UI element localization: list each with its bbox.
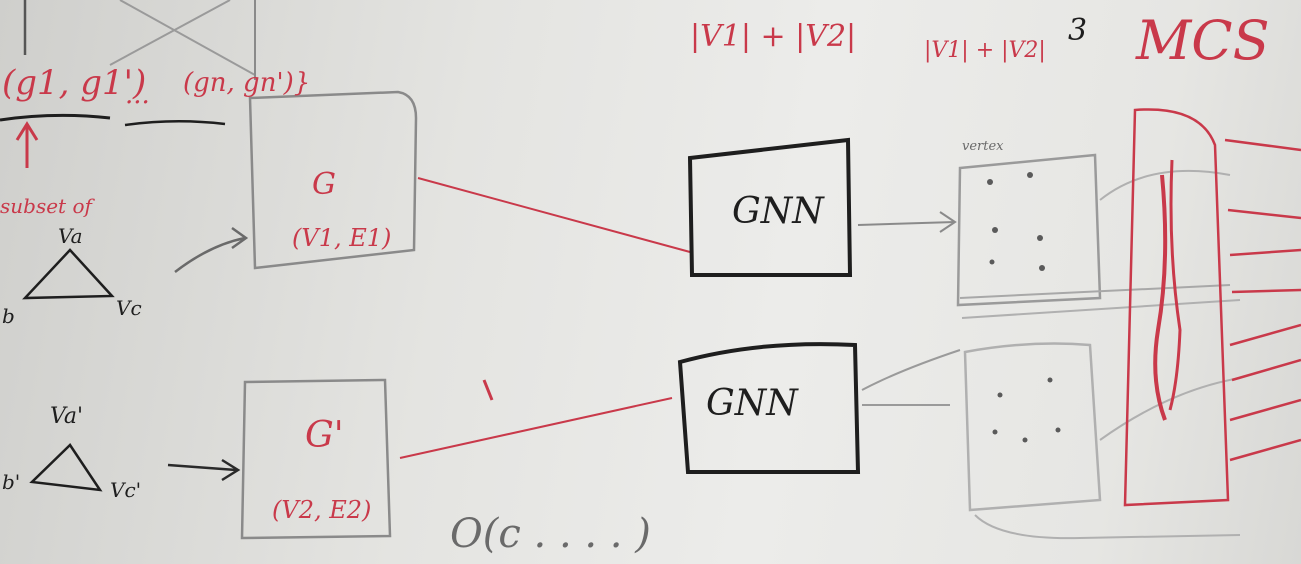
up-arrow-head — [15, 121, 39, 141]
arrow-gnn-bottom-out-a — [861, 349, 961, 391]
pair-list-dots: ... — [125, 80, 150, 110]
line-g-prime-to-gnn — [399, 397, 673, 459]
line-g-to-gnn — [417, 177, 691, 253]
graph-g-sets: (V1, E1) — [292, 224, 392, 252]
matrix-bottom — [963, 342, 1102, 512]
arrow-to-g-prime-head — [221, 458, 241, 482]
graph-g-prime-box — [240, 378, 392, 540]
graph-g-prime-label: G' — [305, 415, 344, 456]
matrix-top — [956, 153, 1102, 307]
matrix-label: vertex — [962, 139, 1004, 154]
triangle-bottom — [29, 443, 103, 492]
matrix-dots — [987, 172, 1061, 443]
triangle-right-label: Vc — [116, 296, 142, 320]
pair-list-start: (g1, g1') — [2, 63, 147, 103]
arrow-to-g-prime — [167, 463, 237, 472]
grey-line-b — [961, 299, 1241, 319]
gnn-bottom-box — [677, 342, 861, 474]
mcs-scribble-a — [1153, 174, 1168, 421]
triangle-top — [22, 248, 115, 300]
pair-underline-1 — [0, 113, 111, 122]
gnn-top-box — [687, 137, 853, 277]
number-3: 3 — [1068, 13, 1088, 48]
bottom-scribble: O(c . . . . ) — [450, 511, 651, 557]
grey-line-bottom — [974, 514, 1241, 540]
size-label-2: |V1| + |V2| — [924, 38, 1046, 63]
arrow-to-g-head — [231, 226, 249, 250]
graph-g-prime-sets: (V2, E2) — [272, 496, 372, 524]
mcs-label: MCS — [1136, 9, 1270, 72]
cross-stroke-a — [119, 0, 256, 76]
mcs-output-lines — [1224, 138, 1301, 462]
pair-list-end: (gn, gn')} — [183, 68, 311, 98]
arrow-gnn-top-out-head — [939, 211, 957, 233]
triangle2-left-label: b' — [2, 470, 21, 494]
triangle-top-label: Va — [58, 224, 83, 248]
pair-underline-2 — [124, 119, 226, 127]
mcs-block — [1123, 108, 1230, 507]
subset-of-label: subset of — [0, 194, 92, 218]
grey-line-a — [959, 284, 1231, 299]
graph-g-label: G — [312, 167, 336, 202]
triangle-left-label: b — [2, 304, 15, 328]
graph-g-box — [248, 90, 418, 270]
arrow-to-g — [174, 236, 246, 273]
cross-stroke-b — [109, 0, 231, 66]
gnn-top-label: GNN — [732, 191, 824, 232]
arrow-gnn-top-out — [857, 221, 956, 226]
grey-line-c — [1099, 169, 1231, 201]
triangle2-top-label: Va' — [50, 404, 84, 429]
triangle2-right-label: Vc' — [110, 478, 142, 502]
mcs-scribble-b — [1168, 159, 1182, 411]
gnn-bottom-label: GNN — [706, 383, 798, 424]
red-tick — [482, 379, 494, 401]
size-label-1: |V1| + |V2| — [690, 19, 857, 54]
